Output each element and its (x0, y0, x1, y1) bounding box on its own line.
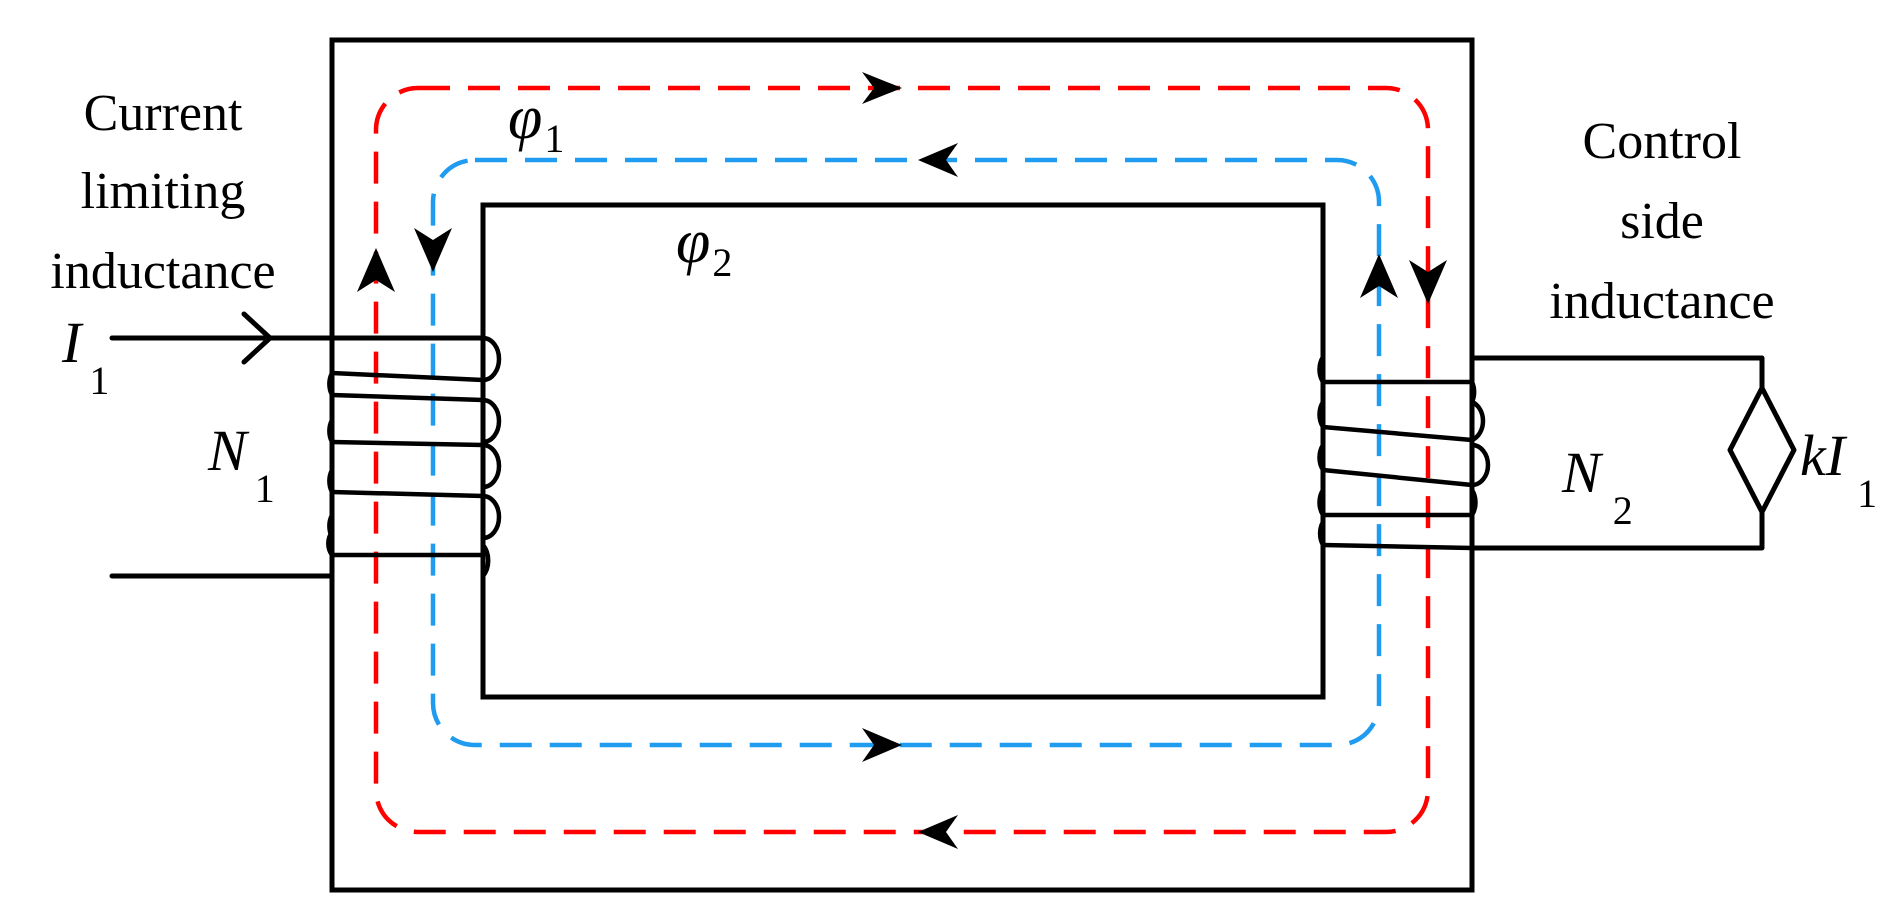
flux1-label: φ1 (508, 84, 564, 161)
source-label: kI1 (1800, 423, 1877, 516)
flux2-arrow-left-icon (918, 143, 958, 177)
flux1-arrow-left-icon (918, 815, 958, 849)
flux2-label: φ2 (676, 208, 732, 285)
flux1-path (373, 85, 1431, 835)
flux1-arrow-right-icon (862, 72, 902, 104)
dependent-source-icon (1727, 385, 1797, 515)
flux2-path (430, 157, 1382, 748)
core-window (480, 202, 1326, 700)
right-winding-title-line2: side (1620, 193, 1704, 250)
left-winding-title-line2: limiting (81, 163, 246, 220)
current-label: I1 (61, 310, 109, 403)
flux-arrows (357, 72, 1447, 849)
left-winding (326, 335, 502, 578)
flux1-arrow-up-icon (357, 248, 395, 292)
left-winding-title-line3: inductance (50, 243, 275, 300)
flux2-arrow-down-icon (414, 228, 452, 272)
right-winding-title-line1: Control (1583, 113, 1742, 170)
flux2-arrow-right-icon (862, 728, 902, 762)
right-turns-label: N2 (1561, 440, 1633, 533)
flux1-arrow-down-icon (1409, 260, 1447, 304)
core-outer (329, 37, 1475, 893)
flux2-arrow-up-icon (1360, 254, 1398, 298)
right-winding (1317, 355, 1491, 551)
control-circuit-wire (1469, 355, 1765, 551)
left-turns-label: N1 (207, 418, 275, 511)
right-winding-title-line3: inductance (1549, 273, 1774, 330)
current-arrow-icon (241, 311, 273, 365)
left-winding-title-line1: Current (84, 85, 243, 142)
